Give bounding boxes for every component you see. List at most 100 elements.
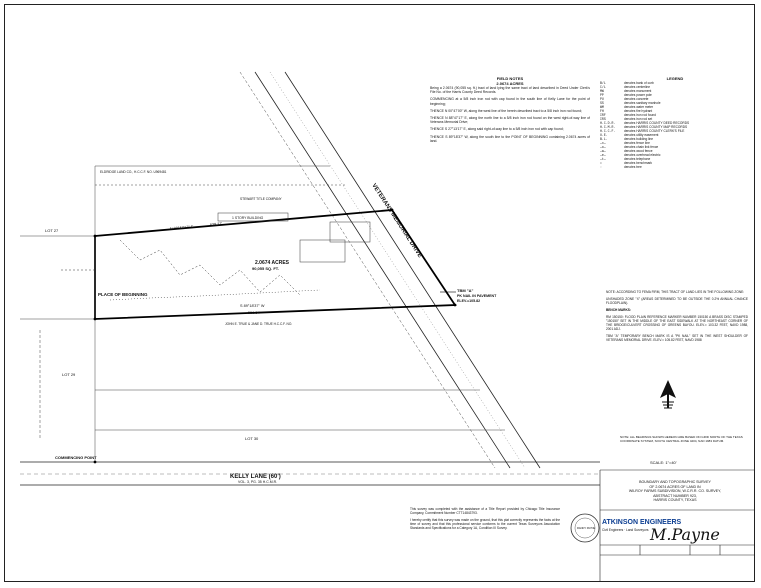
legend-desc: denotes HARRIS COUNTY MAP RECORDS — [624, 125, 688, 129]
lot27-label: LOT 27 — [45, 228, 59, 233]
south-distance: 558.04' — [248, 311, 261, 315]
bench-text: RM 150150: FLOOD PLAIN REFERENCE MARKER … — [606, 315, 748, 331]
legend-desc: denotes HARRIS COUNTY DEED RECORDS — [624, 121, 690, 125]
adjacent-lots — [20, 165, 505, 462]
legend-symbol: B/L — [600, 81, 606, 85]
title-line-1: BOUNDARY AND TOPOGRAPHIC SURVEY — [639, 480, 711, 484]
legend-symbol: —o— — [600, 145, 606, 149]
field-notes-p2: COMMENCING at a 5/8 inch iron rod with c… — [430, 97, 590, 106]
tbm-sub1: PK NAIL IN PAVEMENT — [457, 294, 497, 298]
area-label: 2.0674 ACRES — [255, 260, 290, 266]
signature: M.Payne — [649, 525, 720, 544]
legend-row: ◦ denotes tree — [600, 165, 750, 169]
scale-label: SCALE: 1"=40' — [650, 460, 677, 465]
title-line-3: WILROY FARMS SUBDIVISION, W.C.R.R. CO. S… — [628, 489, 722, 494]
north-bearing: N 88°47'17" E — [170, 225, 194, 231]
legend-symbol: B.L. — [600, 137, 608, 141]
area-sqft: 90,055 SQ. FT. — [252, 266, 279, 271]
field-notes-heading: FIELD NOTES — [496, 76, 524, 81]
kelly-lane-label: KELLY LANE (60') — [230, 474, 281, 480]
legend-desc: denotes iron rod set — [624, 117, 653, 121]
legend-row: IRF denotes iron rod found — [600, 113, 750, 117]
legend-symbol: IRS — [600, 117, 606, 121]
legend-row: MW denotes monument — [600, 89, 750, 93]
field-notes-p3: THENCE N 00°47'00" W, along the west lin… — [430, 108, 582, 113]
legend-desc: denotes water meter — [624, 105, 654, 109]
legend-symbol: PU — [600, 97, 604, 101]
legend-symbol: —w— — [600, 149, 606, 153]
legend-row: —t—denotes telephone — [600, 157, 750, 161]
legend-desc: denotes concrete — [624, 97, 649, 101]
right-notes: NOTE: ACCORDING TO FEMA FIRM, THIS TRACT… — [606, 290, 748, 345]
company-sub: Civil Engineers · Land Surveyors — [602, 528, 649, 532]
legend-row: —w— denotes wood fence — [600, 149, 750, 153]
legend-symbol: —e— — [600, 153, 606, 157]
cert-p2: I hereby certify that this survey was ma… — [410, 518, 560, 531]
legend-desc: denotes overhead electric — [624, 153, 661, 157]
veterans-memorial-label: VETERANS MEMORIAL DRIVE — [370, 183, 422, 259]
tbm-sub2: ELEV.=105.82 — [457, 299, 480, 303]
field-notes-p1: Being a 2.0674 (90,055 sq. ft.) tract of… — [430, 86, 590, 95]
legend-row: IRS denotes iron rod set — [600, 117, 750, 121]
legend-row: B.L. denotes building line — [600, 137, 750, 141]
interior-features — [60, 212, 371, 301]
legend-desc: denotes monument — [624, 89, 652, 93]
field-notes: FIELD NOTES 2.0674 ACRES Being a 2.0674 … — [430, 76, 590, 146]
lot29-label: LOT 29 — [62, 372, 76, 377]
legend-symbol: • — [600, 161, 602, 165]
surveyor-seal: RANDY PAYNE — [570, 513, 600, 543]
tbm-label: TBM "A" — [457, 288, 474, 293]
legend-symbol: ◦ — [600, 165, 602, 169]
legend-desc: denotes iron rod found — [624, 113, 656, 117]
legend-title: LEGEND — [666, 76, 684, 81]
legend-desc: denotes tree — [624, 165, 642, 169]
seal-name: RANDY PAYNE — [577, 526, 595, 530]
legend-row: —x—denotes fence line — [600, 141, 750, 145]
legend-symbol: SS — [600, 101, 604, 105]
kelly-lane-sub: VOL. 3, PG. 35 H.C.M.R. — [238, 480, 277, 484]
legend-symbol: H.C.C.F. — [600, 129, 616, 133]
legend-row: PU denotes concrete — [600, 97, 750, 101]
certification: This survey was completed with the assis… — [410, 507, 560, 533]
owner-right: STEWART TITLE COMPANY — [240, 197, 282, 201]
legend-desc: denotes power pole — [624, 93, 652, 97]
building-label: 1 STORY BUILDING — [232, 216, 264, 220]
legend-desc: denotes utility easement — [624, 133, 659, 137]
legend-row: —o—denotes chain link fence — [600, 145, 750, 149]
legend-desc: denotes telephone — [624, 157, 651, 161]
field-notes-p6: THENCE S 89°18'37" W, along the south li… — [430, 134, 590, 143]
north-arrow-icon — [660, 380, 676, 409]
legend-desc: denotes bank of curb — [624, 81, 654, 85]
legend-symbol: C/L — [600, 85, 606, 89]
legend-desc: denotes building line — [624, 137, 654, 141]
legend-row: H.C.M.R.denotes HARRIS COUNTY MAP RECORD… — [600, 125, 750, 129]
company-name: ATKINSON ENGINEERS — [602, 519, 682, 526]
owner-mid: JOHN E. TRUE & JANE D. TRUE H.C.C.F. NO. — [225, 322, 292, 326]
pob-label: PLACE OF BEGINNING — [98, 292, 148, 297]
title-line-5: HARRIS COUNTY, TEXAS — [653, 498, 697, 503]
title-block-frame — [599, 469, 755, 582]
north-distance: 639.37' — [210, 222, 223, 227]
legend-row: WM denotes water meter — [600, 105, 750, 109]
legend-symbol: WM — [600, 105, 604, 109]
legend-desc: denotes centerline — [624, 85, 651, 89]
legend-symbol: MW — [600, 89, 604, 93]
legend-symbol: IRF — [600, 113, 606, 117]
legend-symbol: U.E. — [600, 133, 608, 137]
cert-p1: This survey was completed with the assis… — [410, 507, 560, 516]
veterans-memorial-row — [239, 71, 541, 469]
survey-title: BOUNDARY AND TOPOGRAPHIC SURVEY OF 2.067… — [600, 480, 750, 503]
tbm-text: TBM "A" TEMPORARY BENCH MARK IS A "PK NA… — [606, 334, 748, 342]
legend-desc: denotes fence line — [624, 141, 650, 145]
monuments — [93, 208, 457, 464]
flood-zone: UNSHADED ZONE "X" (AREAS DETERMINED TO B… — [606, 297, 748, 305]
legend-desc: denotes wood fence — [624, 149, 653, 153]
legend-row: C/L denotes centerline — [600, 85, 750, 89]
